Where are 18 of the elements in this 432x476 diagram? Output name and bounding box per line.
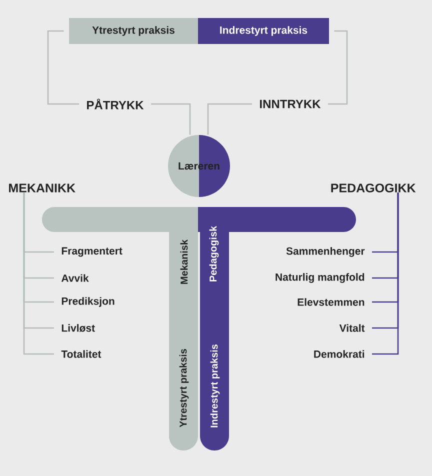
circle-badge: Læreren <box>168 135 230 197</box>
heading-text: INNTRYKK <box>260 100 321 108</box>
list-item: Livløst <box>62 324 95 332</box>
list-item: Prediksjon <box>62 297 114 307</box>
connector-line <box>150 103 191 135</box>
connector-line <box>372 192 399 355</box>
heading-text: MEKANIKK <box>9 184 76 192</box>
list-item: Avvik <box>61 274 89 282</box>
list-item: Fragmentert <box>62 247 122 257</box>
connector-line <box>207 103 252 135</box>
label-box: Indrestyrt praksis <box>198 18 329 44</box>
label-box: Ytrestyrt praksis <box>69 18 198 44</box>
connector-line <box>328 30 348 105</box>
connector-line <box>47 30 80 105</box>
heading-text: PEDAGOGIKK <box>331 184 416 192</box>
heading-text: PÅTRYKK <box>87 98 144 110</box>
connector-line <box>23 192 54 355</box>
list-item: Totalitet <box>61 350 102 358</box>
